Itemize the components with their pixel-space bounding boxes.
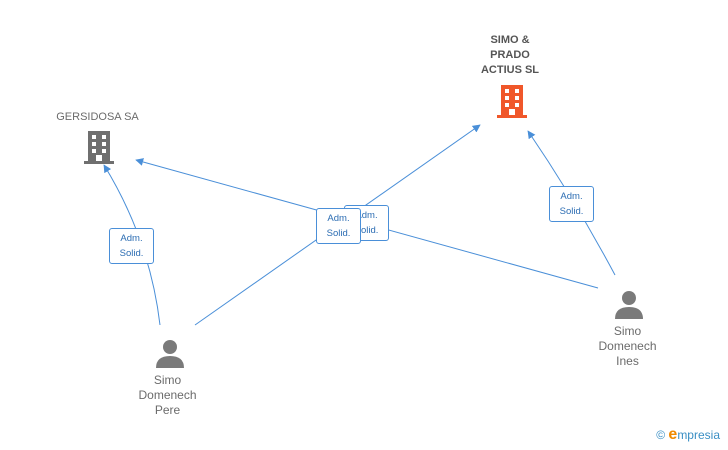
person-label-ines[interactable]: Simo Domenech Ines (580, 324, 675, 369)
role-text: Solid. (119, 248, 144, 259)
role-badge-ines-simo[interactable]: Adm. Solid. (549, 186, 594, 222)
brand-initial: e (668, 426, 678, 443)
role-text: Adm. (327, 213, 350, 224)
person-label-pere[interactable]: Simo Domenech Pere (120, 373, 215, 418)
person-label-line: Simo (153, 373, 182, 387)
building-icon[interactable] (497, 84, 527, 118)
role-text: Solid. (559, 206, 584, 217)
role-text: Solid. (326, 228, 351, 239)
role-badge-pere-gersidosa[interactable]: Adm. Solid. (109, 228, 154, 264)
person-icon[interactable] (614, 289, 644, 319)
person-label-line: Domenech (598, 339, 657, 353)
person-label-line: Pere (154, 403, 181, 417)
role-text: Adm. (120, 233, 143, 244)
role-text: Adm. (355, 210, 378, 221)
person-icon[interactable] (155, 338, 185, 368)
person-label-line: Simo (613, 324, 642, 338)
copyright-icon: © (656, 428, 666, 442)
empresia-watermark: © empresia (656, 426, 720, 444)
company-label-line: ACTIUS SL (480, 64, 540, 76)
building-icon[interactable] (84, 130, 114, 164)
person-label-line: Ines (616, 354, 639, 368)
company-label-simo-prado[interactable]: SIMO & PRADO ACTIUS SL (455, 33, 565, 78)
company-label-line: SIMO & (490, 34, 530, 46)
company-label-line: PRADO (490, 49, 530, 61)
company-label-gersidosa[interactable]: GERSIDOSA SA (56, 111, 139, 123)
role-text: Solid. (354, 225, 379, 236)
role-text: Adm. (560, 191, 583, 202)
person-label-line: Domenech (138, 388, 197, 402)
role-badge-pere-simo[interactable]: Adm. Solid. (316, 208, 361, 244)
brand-name: mpresia (677, 428, 720, 442)
